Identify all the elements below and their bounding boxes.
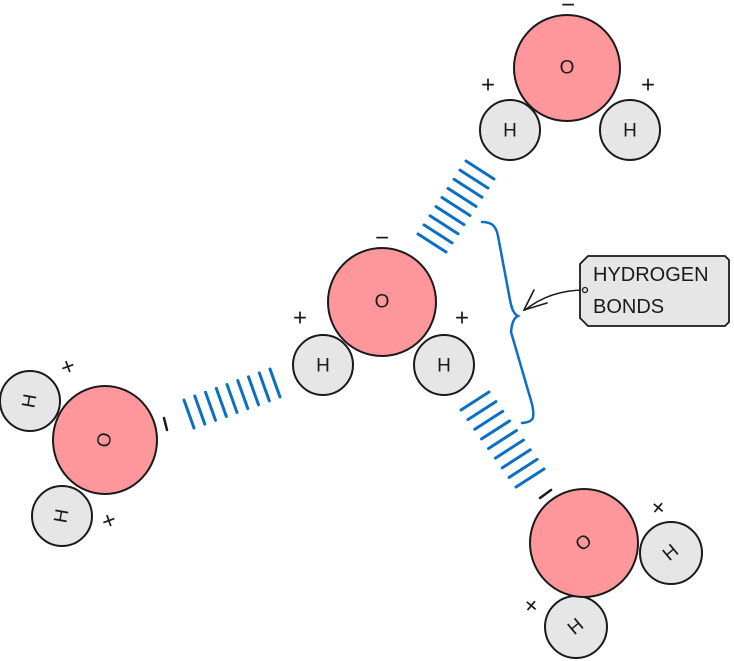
positive-charge-sign: + [455,305,469,332]
hydrogen-bond-dash [428,214,460,236]
hydrogen-atom: H [31,485,93,547]
hydrogen-bond-dash [416,232,448,254]
hydrogen-bond-dash [434,205,466,227]
curly-brace [480,220,535,425]
hydrogen-bond-dash [257,371,271,403]
hydrogen-bond-dash [446,186,478,208]
hydrogen-atom: H [479,99,541,161]
hydrogen-atom: H [544,595,608,659]
hydrogen-label: H [316,356,330,377]
hydrogen-bond-dash [247,375,260,407]
hydrogen-label: H [623,121,637,142]
hydrogen-atom: H [0,370,61,432]
hydrogen-bond-dash [225,383,239,414]
positive-charge-sign: + [57,352,79,382]
oxygen-label: O [375,292,390,313]
hydrogen-atom: H [413,334,475,396]
hydrogen-bond-dash [466,400,498,422]
pointer-arrow [524,289,586,311]
water-molecule-center: − + + H H O [292,225,475,396]
water-molecule-left: + + H H O [0,352,169,547]
negative-charge-sign: − [561,0,575,19]
hydrogen-bond-dash [487,429,518,450]
hydrogen-bonds-label-tag: HYDROGEN BONDS [522,255,730,327]
hydrogen-bond-dash [507,457,539,479]
positive-charge-sign: + [517,591,545,621]
oxygen-label: O [560,58,575,79]
hydrogen-bond-dash [514,467,546,489]
hydrogen-atom: H [292,334,354,396]
positive-charge-sign: + [644,493,672,523]
negative-charge-sign [162,416,169,432]
hydrogen-bond-dash [422,223,454,245]
hydrogen-bond-dash [214,386,228,418]
arrow-head [522,289,548,312]
oxygen-atom: O [52,385,158,495]
oxygen-label: O [93,431,116,449]
oxygen-atom: O [513,14,621,122]
hydrogen-bond-left [182,367,282,430]
hydrogen-bond-dash [500,448,532,470]
oxygen-atom: O [327,247,437,357]
hydrogen-bond-dash [493,438,525,460]
hydrogen-bond-dash [193,394,207,426]
hydrogen-atom: H [639,521,703,585]
hydrogen-label: H [503,121,517,142]
water-molecule-top-right: − + + H H O [479,0,661,161]
hydrogen-bond-dash [268,367,282,399]
hydrogen-label: H [50,507,73,524]
hydrogen-atom: H [599,99,661,161]
positive-charge-sign: + [641,72,655,99]
hydrogen-bond-lower-right [459,390,546,489]
hydrogen-bond-dash [204,390,217,422]
positive-charge-sign: + [293,305,307,332]
hydrogen-label: H [437,356,451,377]
hydrogen-bond-dash [459,390,491,412]
hydrogen-bond-dash [464,159,496,181]
hydrogen-bond-dash [480,419,512,441]
hydrogen-bond-dash [182,398,196,430]
tag-label-line-1: HYDROGEN [593,264,709,286]
hydrogen-bond-dash [458,168,490,190]
tag-label-line-2: BONDS [593,296,664,318]
positive-charge-sign: + [481,72,495,99]
hydrogen-bond-dash [452,177,484,199]
hydrogen-bond-dash [236,379,250,411]
oxygen-atom: O [529,488,639,598]
hydrogen-bond-dash [473,409,505,431]
negative-charge-sign: − [375,225,389,252]
tag-hole [581,286,589,294]
negative-charge-sign [538,488,553,500]
label-tag-shape [579,255,730,327]
hydrogen-bond-upper-right [416,159,496,254]
water-molecule-bottom-right: + + H H O [517,488,703,659]
positive-charge-sign: + [98,506,120,536]
hydrogen-label: H [18,392,41,409]
hydrogen-bond-dash [440,196,472,217]
